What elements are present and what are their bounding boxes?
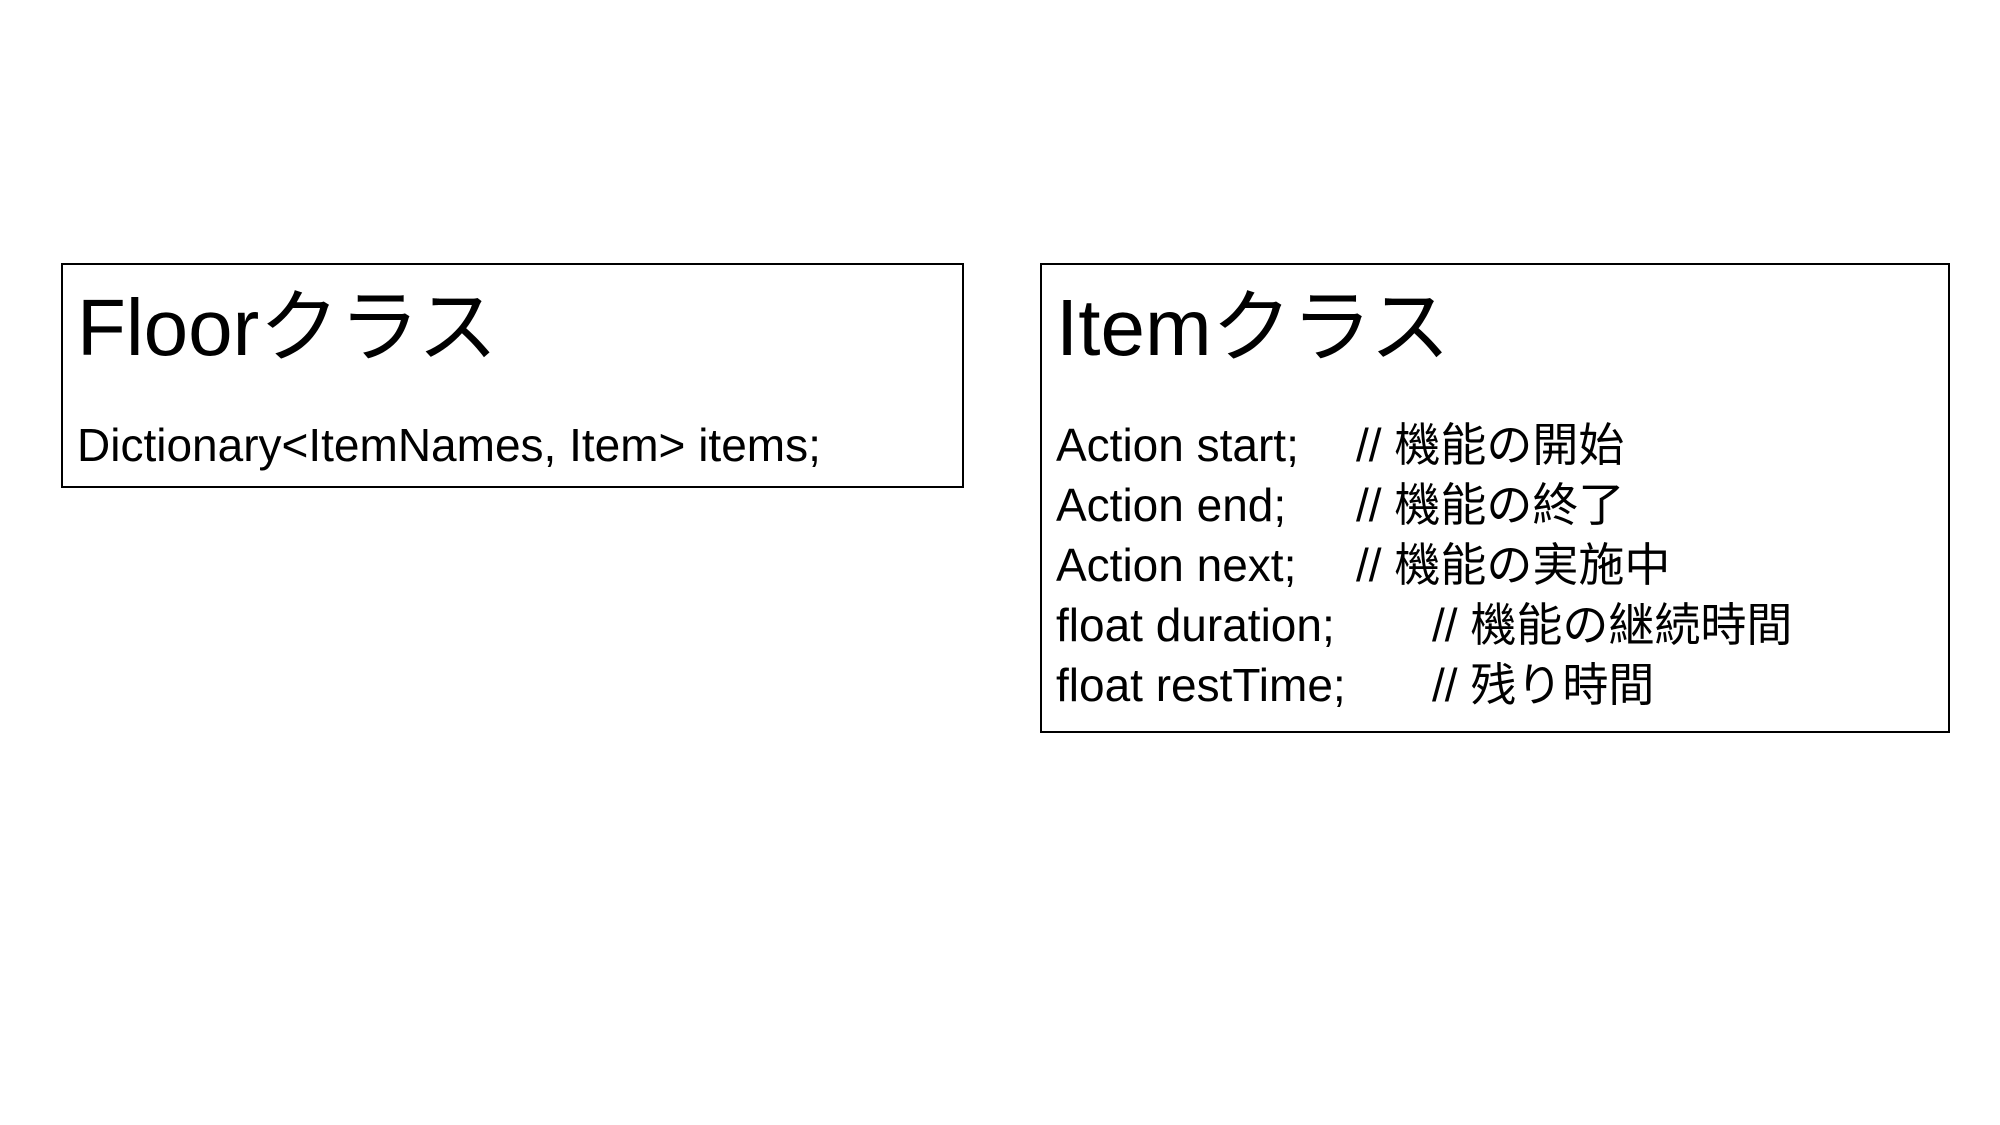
item-class-members: Action start; // 機能の開始 Action end; // 機能… [1056, 415, 1792, 715]
item-class-box: Itemクラス Action start; // 機能の開始 Action en… [1040, 263, 1950, 733]
member-declaration: Action next; [1056, 539, 1297, 591]
item-member-start: Action start; // 機能の開始 [1056, 415, 1792, 475]
member-declaration: Action end; [1056, 479, 1287, 531]
member-comment: // 残り時間 [1432, 659, 1655, 711]
member-declaration: float restTime; [1056, 659, 1346, 711]
item-member-end: Action end; // 機能の終了 [1056, 475, 1792, 535]
member-declaration: float duration; [1056, 599, 1335, 651]
floor-class-box: Floorクラス Dictionary<ItemNames, Item> ite… [61, 263, 964, 488]
item-member-duration: float duration; // 機能の継続時間 [1056, 595, 1792, 655]
floor-class-members: Dictionary<ItemNames, Item> items; [77, 415, 821, 475]
member-comment: // 機能の継続時間 [1432, 599, 1793, 651]
member-declaration: Dictionary<ItemNames, Item> items; [77, 419, 821, 471]
member-comment: // 機能の実施中 [1356, 539, 1671, 591]
floor-class-title: Floorクラス [77, 283, 498, 372]
floor-member-items: Dictionary<ItemNames, Item> items; [77, 415, 821, 475]
item-member-next: Action next; // 機能の実施中 [1056, 535, 1792, 595]
member-comment: // 機能の開始 [1356, 419, 1625, 471]
item-member-resttime: float restTime; // 残り時間 [1056, 655, 1792, 715]
member-comment: // 機能の終了 [1356, 479, 1625, 531]
item-class-title: Itemクラス [1056, 283, 1450, 372]
member-declaration: Action start; [1056, 419, 1299, 471]
